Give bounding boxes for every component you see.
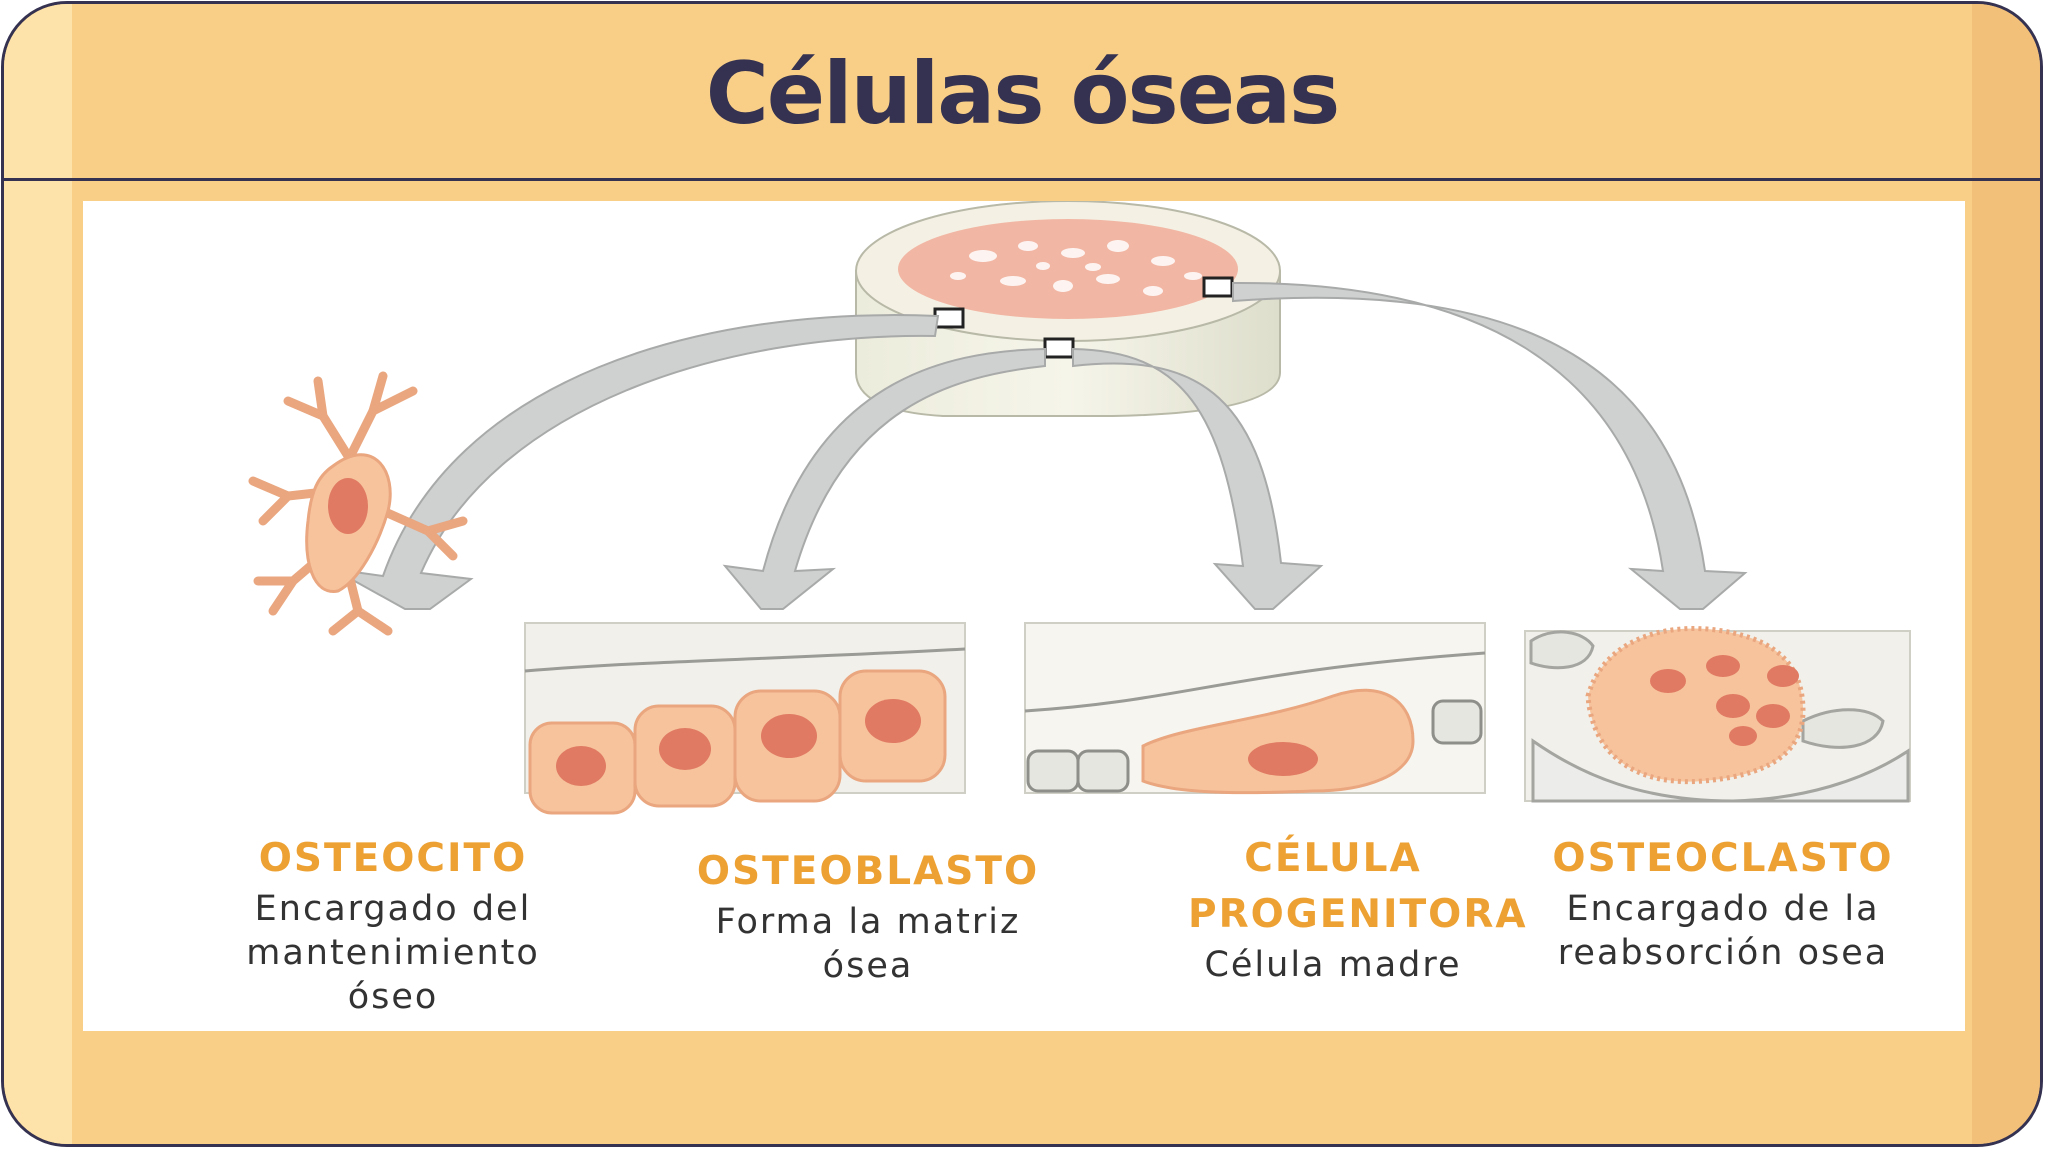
- arrows: [332, 281, 1748, 610]
- label-progenitora: CÉLULA PROGENITORA Célula madre: [1093, 831, 1573, 987]
- arrow-progenitora: [1072, 347, 1324, 610]
- title-bar: Células óseas: [4, 4, 2040, 181]
- slide-title: Células óseas: [705, 44, 1341, 144]
- cell-name-progenitora: CÉLULA PROGENITORA: [1188, 836, 1528, 937]
- spongy-bone-pores: [950, 240, 1202, 296]
- diagram-image: OSTEOCITO Encargado del mantenimiento ós…: [83, 201, 1965, 1031]
- sample-box-right: [1202, 276, 1234, 298]
- cell-name-osteoblasto: OSTEOBLASTO: [696, 849, 1040, 894]
- frame-right-band: [1972, 4, 2040, 1144]
- osteoblast-illustration: [524, 622, 966, 815]
- cell-description-progenitora: Célula madre: [1204, 945, 1462, 985]
- sample-box-center: [1043, 337, 1075, 359]
- osteocyte-illustration: [248, 371, 468, 636]
- cell-name-osteocito: OSTEOCITO: [258, 836, 528, 881]
- arrow-osteocito: [332, 314, 940, 610]
- label-osteoblasto: OSTEOBLASTO Forma la matriz ósea: [638, 844, 1098, 988]
- cell-description-osteoclasto: Encargado de la reabsorción osea: [1557, 889, 1889, 973]
- cell-name-osteoclasto: OSTEOCLASTO: [1552, 836, 1894, 881]
- label-osteoclasto: OSTEOCLASTO Encargado de la reabsorción …: [1483, 831, 1963, 975]
- arrow-osteoblasto: [722, 347, 1046, 610]
- label-osteocito: OSTEOCITO Encargado del mantenimiento ós…: [183, 831, 603, 1019]
- cell-description-osteocito: Encargado del mantenimiento óseo: [246, 889, 540, 1017]
- progenitor-cell-illustration: [1024, 622, 1486, 795]
- sample-box-left: [933, 307, 965, 329]
- arrow-osteoclasto: [1232, 281, 1748, 610]
- bone-cells-diagram: [248, 201, 1911, 815]
- frame-left-band: [4, 4, 72, 1144]
- osteoclast-illustration: [1524, 626, 1911, 803]
- cell-description-osteoblasto: Forma la matriz ósea: [715, 902, 1021, 986]
